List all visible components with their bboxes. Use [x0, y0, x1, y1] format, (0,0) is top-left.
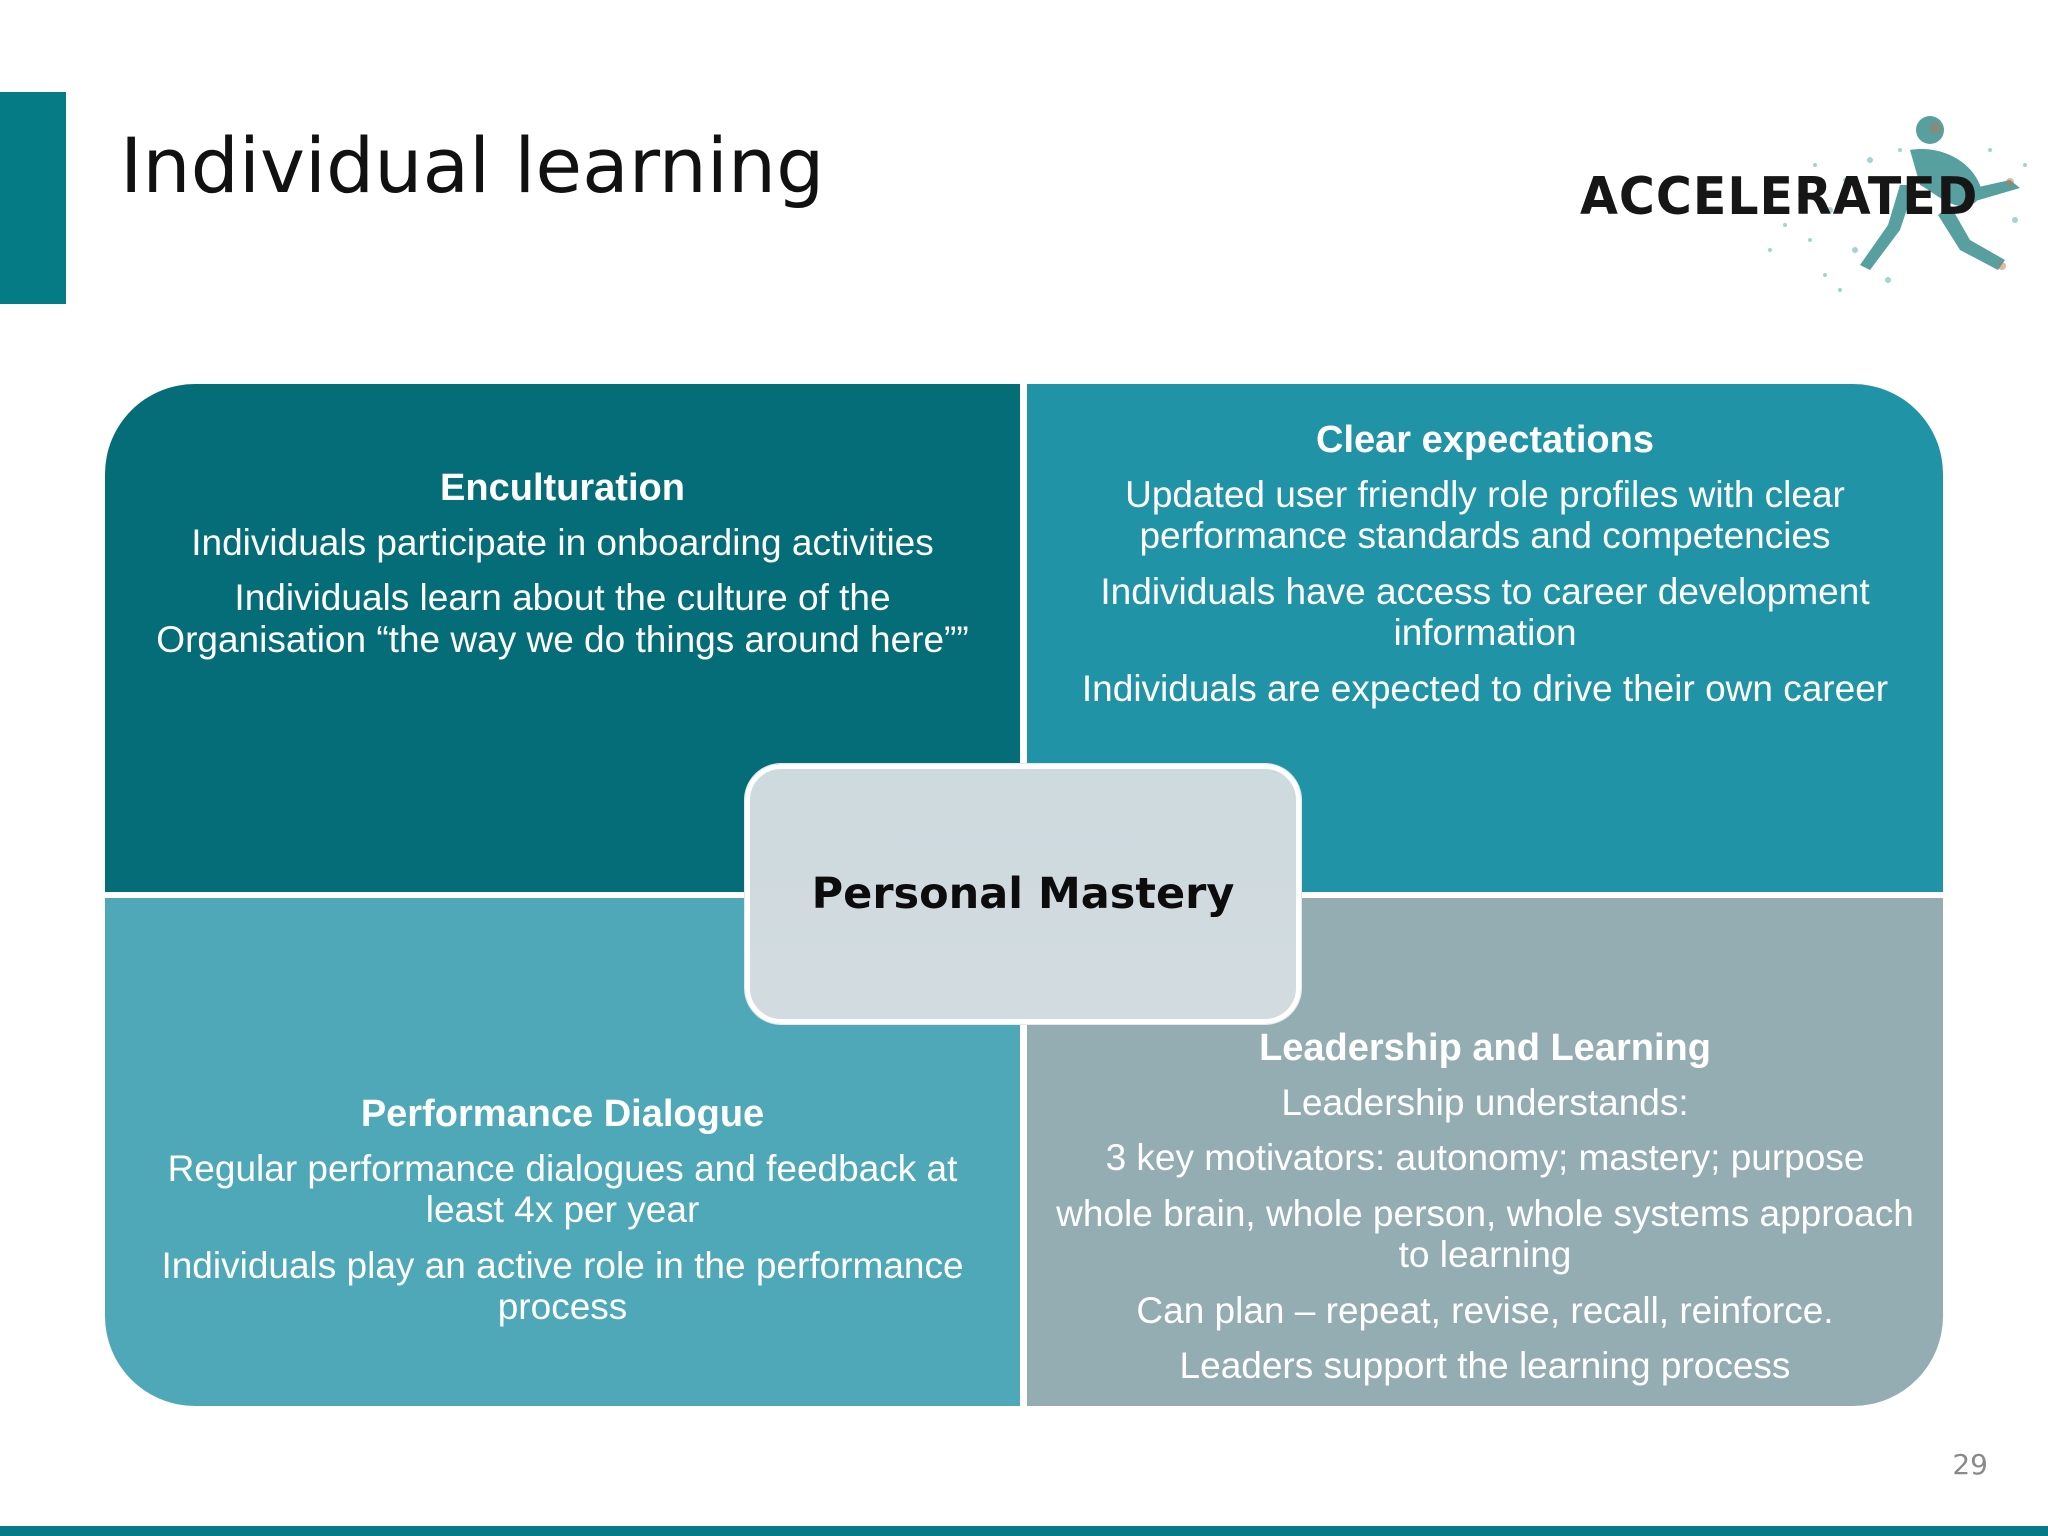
slide-title: Individual learning [120, 122, 824, 209]
quadrant-line: Regular performance dialogues and feedba… [125, 1148, 1000, 1231]
quadrant-line: Updated user friendly role profiles with… [1047, 474, 1923, 557]
quadrant-line: Leaders support the learning process [1180, 1345, 1791, 1386]
logo-text: ACCELERATED [1580, 167, 1978, 227]
quadrant-heading: Clear expectations [1316, 420, 1654, 462]
quadrant-heading: Performance Dialogue [361, 1094, 764, 1136]
quadrant-line: whole brain, whole person, whole systems… [1047, 1193, 1923, 1276]
quadrant-heading: Leadership and Learning [1259, 1028, 1711, 1070]
quadrant-line: 3 key motivators: autonomy; mastery; pur… [1106, 1137, 1865, 1178]
center-label: Personal Mastery [812, 869, 1235, 919]
footer-accent-bar [0, 1526, 2048, 1536]
quadrant-line: Leadership understands: [1281, 1082, 1688, 1123]
quadrant-line: Individuals participate in onboarding ac… [191, 522, 934, 563]
quadrant-line: Individuals play an active role in the p… [125, 1245, 1000, 1328]
quadrant-line: Individuals have access to career develo… [1047, 571, 1923, 654]
center-box-personal-mastery: Personal Mastery [745, 764, 1301, 1024]
page-number: 29 [1952, 1448, 1988, 1481]
quadrant-line: Can plan – repeat, revise, recall, reinf… [1136, 1290, 1833, 1331]
title-accent-bar [0, 92, 66, 304]
quadrant-line: Individuals are expected to drive their … [1082, 668, 1888, 709]
quadrant-heading: Enculturation [440, 468, 685, 510]
quadrant-line: Individuals learn about the culture of t… [125, 577, 1000, 660]
accelerated-logo: ACCELERATED [1570, 90, 2040, 305]
